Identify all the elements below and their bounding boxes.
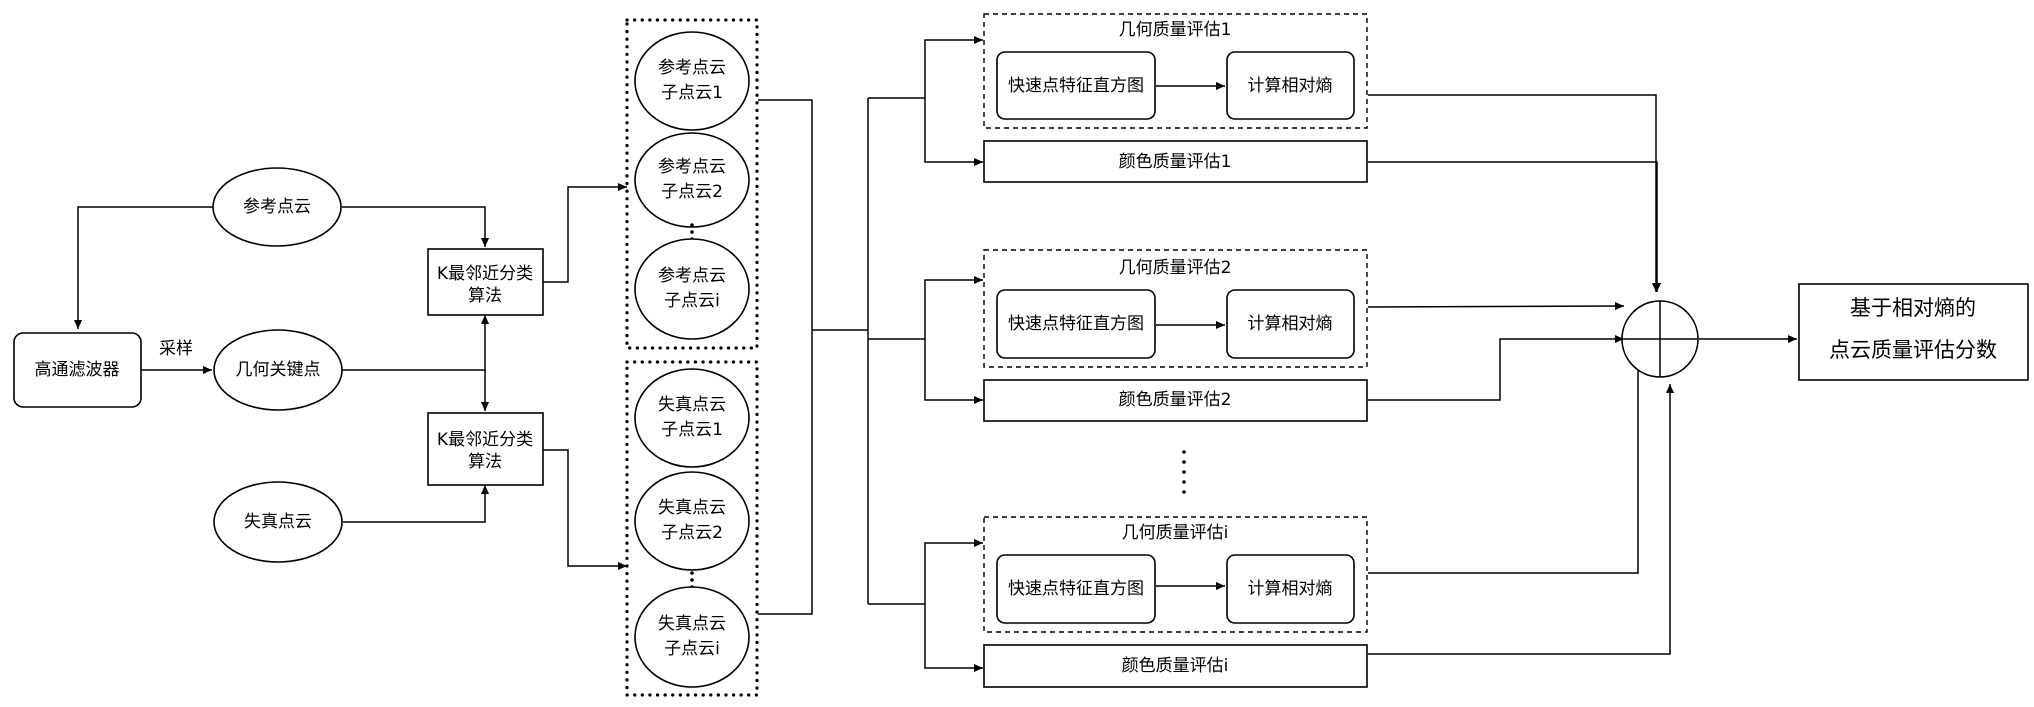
distorted-subcloud-1: 失真点云 子点云1: [634, 368, 750, 468]
distorted-subcloud-i-line-2: 子点云i: [664, 639, 720, 659]
quality-score-output: 基于相对熵的 点云质量评估分数: [1798, 283, 2029, 381]
geometry-quality-frame-i: [983, 516, 1368, 633]
reference-subcloud-i-line-1: 参考点云: [658, 266, 726, 286]
reference-subcloud-i-line-2: 子点云i: [664, 291, 720, 311]
edge-knn-to-reference-group: [543, 182, 627, 283]
edge-branch2-to-geometry: [924, 275, 983, 339]
edge-knn-to-distorted-group: [543, 449, 627, 571]
geometric-keypoints-label: 几何关键点: [236, 360, 321, 380]
distorted-subcloud-i-line-1: 失真点云: [658, 614, 726, 634]
distorted-subcloud-1-line-1: 失真点云: [658, 395, 726, 415]
edge-distorted-to-knn: [343, 485, 490, 523]
edge-branch2-to-color: [924, 339, 983, 405]
distorted-subcloud-ellipsis: [690, 571, 694, 589]
edge-colori-to-sum: [1368, 384, 1675, 655]
edge-branchi-to-geometry: [924, 538, 983, 604]
distorted-subcloud-2-line-1: 失真点云: [658, 498, 726, 518]
edge-distorted-subi-to-bus: [758, 330, 813, 615]
distorted-subcloud-2-line-2: 子点云2: [661, 523, 723, 543]
quality-block-1: 几何质量评估1 快速点特征直方图 计算相对熵 颜色质量评估1: [983, 13, 1368, 183]
quality-score-line-1: 基于相对熵的: [1850, 296, 1976, 320]
edge-branchi-to-color: [924, 604, 983, 673]
geometry-quality-frame-2: [983, 249, 1368, 368]
edge-color1-to-sum: [1368, 161, 1662, 292]
sampling-label: 采样: [159, 339, 193, 359]
high-pass-filter-node: 高通滤波器: [13, 332, 142, 408]
geometry-quality-title-i: 几何质量评估i: [1122, 523, 1229, 543]
connectors: [73, 35, 1797, 673]
quality-block-2: 几何质量评估2 快速点特征直方图 计算相对熵 颜色质量评估2: [983, 249, 1368, 422]
quality-block-ellipsis: [1182, 450, 1186, 494]
edge-keypoints-to-knn-top: [342, 315, 490, 371]
reference-subcloud-2-line-2: 子点云2: [661, 182, 723, 202]
knn-top-line-1: K最邻近分类: [437, 264, 533, 284]
fpfh-label-1: 快速点特征直方图: [1008, 76, 1144, 96]
entropy-label-i: 计算相对熵: [1248, 579, 1333, 599]
distorted-subcloud-group: [625, 360, 759, 697]
reference-subcloud-i: 参考点云 子点云i: [634, 238, 750, 340]
color-quality-label-2: 颜色质量评估2: [1119, 390, 1232, 410]
edge-geometryi-to-sum: [1368, 352, 1643, 574]
reference-subcloud-2: 参考点云 子点云2: [634, 132, 750, 228]
summation-node: [1621, 300, 1699, 378]
distorted-subcloud-i: 失真点云 子点云i: [634, 586, 750, 688]
reference-cloud-node: 参考点云: [212, 167, 342, 247]
edge-geometry1-to-sum: [1368, 94, 1661, 292]
quality-score-line-2: 点云质量评估分数: [1829, 338, 1997, 362]
edge-branch1-to-geometry: [924, 35, 983, 98]
distorted-subcloud-1-line-2: 子点云1: [661, 420, 723, 440]
reference-subcloud-2-line-1: 参考点云: [658, 157, 726, 177]
geometry-quality-title-2: 几何质量评估2: [1119, 258, 1232, 278]
distorted-cloud-label: 失真点云: [244, 512, 312, 532]
knn-bottom-line-2: 算法: [468, 452, 502, 472]
edge-reference-sub1-to-bus: [758, 99, 813, 330]
reference-subcloud-1: 参考点云 子点云1: [634, 31, 750, 131]
edge-geometry2-to-sum: [1367, 301, 1625, 311]
distorted-cloud-node: 失真点云: [213, 481, 343, 563]
color-quality-label-1: 颜色质量评估1: [1119, 152, 1232, 172]
distorted-subcloud-2: 失真点云 子点云2: [634, 471, 750, 571]
fpfh-label-i: 快速点特征直方图: [1008, 579, 1144, 599]
knn-top-node: K最邻近分类 算法: [427, 248, 544, 316]
knn-top-line-2: 算法: [468, 286, 502, 306]
fpfh-label-2: 快速点特征直方图: [1008, 314, 1144, 334]
reference-subcloud-ellipsis: [690, 223, 694, 241]
edge-reference-to-filter: [73, 206, 213, 329]
edge-color2-to-sum: [1368, 334, 1624, 401]
entropy-label-2: 计算相对熵: [1248, 314, 1333, 334]
geometric-keypoints-node: 几何关键点: [213, 329, 343, 411]
knn-bottom-node: K最邻近分类 算法: [427, 412, 544, 486]
reference-subcloud-1-line-1: 参考点云: [658, 58, 726, 78]
color-quality-label-i: 颜色质量评估i: [1122, 656, 1229, 676]
quality-block-i: 几何质量评估i 快速点特征直方图 计算相对熵 颜色质量评估i: [983, 516, 1368, 688]
reference-cloud-label: 参考点云: [243, 197, 311, 217]
reference-subcloud-group: [625, 18, 759, 350]
geometry-quality-title-1: 几何质量评估1: [1119, 20, 1232, 40]
reference-subcloud-1-line-2: 子点云1: [661, 83, 723, 103]
edge-branch1-to-color: [924, 98, 983, 167]
geometry-quality-frame-1: [983, 13, 1368, 129]
entropy-label-1: 计算相对熵: [1248, 76, 1333, 96]
high-pass-filter-label: 高通滤波器: [35, 360, 120, 380]
edge-reference-to-knn: [342, 206, 490, 247]
knn-bottom-line-1: K最邻近分类: [437, 430, 533, 450]
